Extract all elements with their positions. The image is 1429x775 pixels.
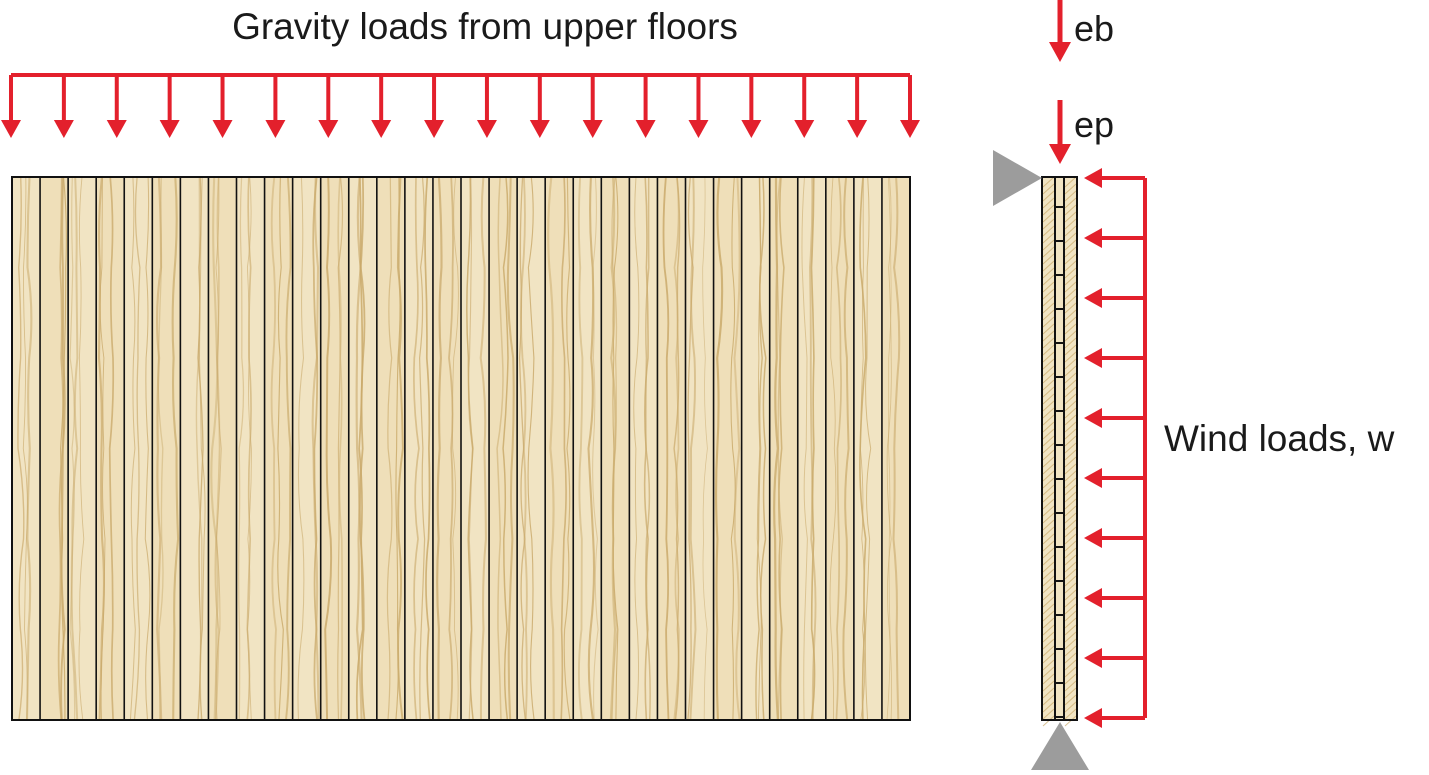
- wind-arrow: [1084, 168, 1145, 188]
- ep-label: ep: [1074, 104, 1115, 145]
- wind-arrow: [1084, 468, 1145, 488]
- lamella: [12, 176, 41, 721]
- panel-outline: [11, 176, 911, 721]
- lamella: [544, 176, 574, 721]
- wind-arrow: [1084, 228, 1145, 248]
- point-loads-group: [1049, 0, 1071, 164]
- lamella: [432, 176, 461, 721]
- gravity-arrow: [794, 75, 815, 138]
- wind-arrow: [1084, 408, 1145, 428]
- wind-arrow: [1084, 588, 1145, 608]
- lamella: [207, 176, 237, 721]
- eb-label: eb: [1074, 8, 1115, 49]
- lamella: [39, 176, 69, 721]
- lamella: [460, 176, 490, 721]
- wind-arrow: [1084, 288, 1145, 308]
- lamella: [235, 176, 265, 721]
- top-pin-support: [993, 150, 1042, 206]
- lamella: [263, 176, 293, 721]
- lamella: [796, 176, 826, 721]
- gravity-arrow: [212, 75, 233, 138]
- lamella: [67, 176, 97, 721]
- gravity-arrow: [635, 75, 656, 138]
- wind-arrow: [1084, 708, 1145, 728]
- gravity-loads-label: Gravity loads from upper floors: [232, 6, 738, 47]
- lamella: [516, 176, 546, 721]
- lamella: [712, 176, 742, 721]
- gravity-arrow: [265, 75, 286, 138]
- wind-arrow: [1084, 528, 1145, 548]
- gravity-arrow: [1, 75, 21, 138]
- lamella: [488, 176, 518, 721]
- lamella: [740, 176, 770, 721]
- lamella: [656, 176, 686, 721]
- wind-load-group: [1084, 168, 1147, 728]
- gravity-arrow: [847, 75, 868, 138]
- ep-load-arrow: [1049, 100, 1071, 164]
- gravity-arrow: [159, 75, 180, 138]
- wind-loads-label: Wind loads, w: [1164, 418, 1395, 459]
- gravity-arrow: [741, 75, 762, 138]
- clt-panel-elevation: [11, 176, 911, 721]
- lamella: [376, 176, 405, 721]
- eb-load-arrow: [1049, 0, 1071, 62]
- lamella: [404, 176, 433, 721]
- gravity-arrow: [106, 75, 127, 138]
- lamella: [95, 176, 125, 721]
- lamella: [628, 176, 658, 721]
- gravity-arrow: [371, 75, 392, 138]
- wind-arrow: [1084, 348, 1145, 368]
- bottom-pin-support: [1031, 722, 1089, 770]
- gravity-arrow: [424, 75, 445, 138]
- lamella: [768, 176, 798, 721]
- lamella: [151, 176, 181, 721]
- gravity-arrow: [476, 75, 497, 138]
- gravity-arrow: [582, 75, 603, 138]
- supports-group: [993, 150, 1089, 770]
- lamella: [572, 176, 602, 721]
- gravity-arrow: [688, 75, 709, 138]
- gravity-arrow: [900, 75, 920, 138]
- lamella: [319, 176, 349, 721]
- lamella: [881, 176, 910, 721]
- gravity-arrow: [53, 75, 74, 138]
- wind-arrow: [1084, 648, 1145, 668]
- lamella: [600, 176, 630, 721]
- lamella: [291, 176, 321, 721]
- lamella: [684, 176, 714, 721]
- lamella: [179, 176, 209, 721]
- gravity-load-group: [1, 73, 920, 138]
- gravity-arrow: [529, 75, 550, 138]
- lamella: [853, 176, 882, 721]
- lamella: [347, 176, 377, 721]
- section-outline: [1041, 176, 1078, 721]
- lamella: [825, 176, 854, 721]
- gravity-arrow: [318, 75, 339, 138]
- clt-panel-section: [1041, 176, 1078, 727]
- lamella: [123, 176, 153, 721]
